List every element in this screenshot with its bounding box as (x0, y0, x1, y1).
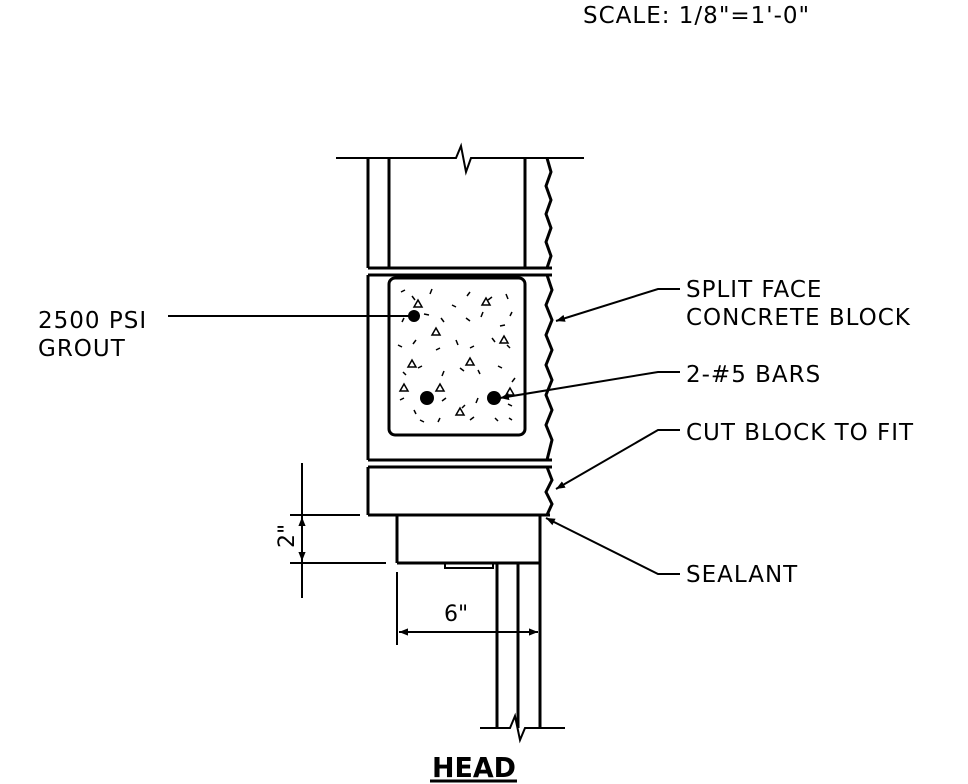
grout-label-line1: 2500 PSI (38, 308, 147, 334)
scale-note: SCALE: 1/8"=1'-0" (583, 3, 810, 29)
bars-label: 2-#5 BARS (686, 362, 821, 388)
bond-beam-block (366, 275, 552, 469)
sealant-label: SEALANT (686, 562, 798, 588)
top-break-line (336, 142, 584, 176)
grout-cell (387, 276, 527, 437)
block-label-line2: CONCRETE BLOCK (686, 305, 911, 331)
cut-block-label: CUT BLOCK TO FIT (686, 420, 914, 446)
upper-block (336, 142, 584, 277)
rebar-right (487, 391, 501, 405)
grout-stipple (397, 288, 516, 423)
sealant-leader (545, 517, 680, 575)
width-dimension (396, 572, 538, 645)
rebar-left (420, 391, 434, 405)
width-dimension-text: 6" (444, 602, 468, 627)
grout-label-line2: GROUT (38, 336, 126, 362)
block-label-line1: SPLIT FACE (686, 277, 822, 303)
detail-title: HEAD (432, 751, 516, 784)
door-frame-head (395, 515, 565, 744)
cut-block-leader (555, 429, 680, 490)
bottom-break-line (480, 712, 565, 744)
height-dimension (290, 463, 386, 598)
block-leader (555, 288, 680, 322)
grout-leader-dot (408, 310, 420, 322)
split-face-edge (544, 157, 554, 516)
bars-leader (499, 371, 680, 401)
frame-stop (444, 562, 494, 569)
cut-block (366, 467, 550, 517)
height-dimension-text: 2" (275, 524, 300, 548)
